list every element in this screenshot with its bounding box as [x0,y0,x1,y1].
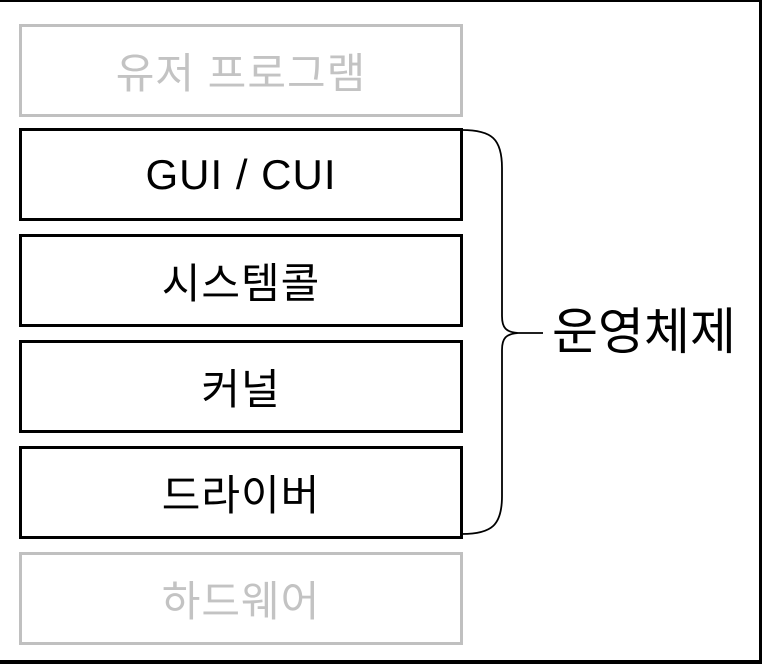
layer-label-hardware: 하드웨어 [161,578,321,625]
layer-box-driver: 드라이버 [19,446,463,539]
layer-label-kernel: 커널 [201,366,281,413]
layer-box-hardware: 하드웨어 [19,552,463,645]
layer-label-user-program: 유저 프로그램 [115,50,367,97]
layer-box-kernel: 커널 [19,340,463,433]
os-brace-label: 운영체제 [552,304,736,360]
layer-label-system-call: 시스템콜 [161,260,321,307]
layer-box-user-program: 유저 프로그램 [19,24,463,117]
layer-box-gui-cui: GUI / CUI [19,128,463,221]
layer-label-driver: 드라이버 [161,472,321,519]
layer-box-system-call: 시스템콜 [19,234,463,327]
layer-label-gui-cui: GUI / CUI [145,150,337,198]
